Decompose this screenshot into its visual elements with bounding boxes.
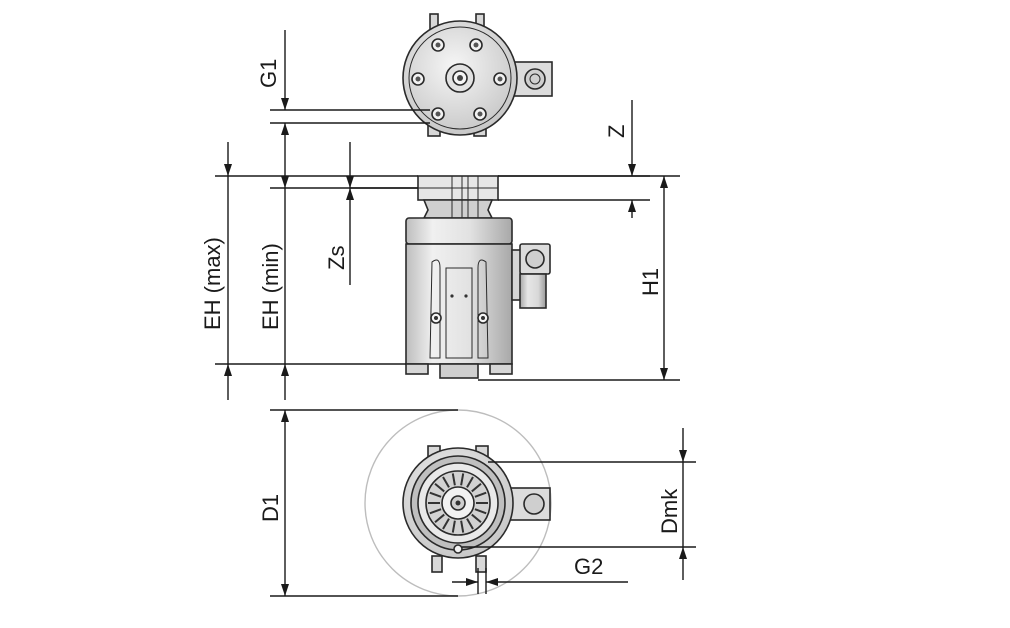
label-z: Z	[604, 125, 629, 138]
gear-tooth	[474, 508, 487, 515]
side-main-cylinder	[405, 243, 513, 365]
label-g2: G2	[574, 554, 603, 579]
gear-tooth	[451, 520, 456, 533]
label-eh-min: EH (min)	[258, 243, 283, 330]
side-shoulder	[405, 217, 513, 245]
bottom-g2-hole	[453, 544, 463, 554]
label-eh-max: EH (max)	[200, 237, 225, 330]
bottom-gear-teeth	[428, 473, 488, 533]
gear-tooth	[466, 518, 474, 530]
side-slots	[429, 259, 489, 359]
dim-d1	[270, 409, 458, 597]
gear-tooth	[460, 520, 465, 533]
dim-h1	[478, 175, 680, 381]
side-view	[405, 175, 551, 379]
top-view	[402, 13, 553, 137]
side-port-fitting	[511, 243, 551, 309]
dimension-labels: G1 Z Zs EH (max) EH (min) H1 D1 Dmk G2	[200, 59, 682, 579]
gear-tooth	[429, 508, 442, 515]
dim-dmk	[462, 428, 696, 580]
dim-g2	[452, 568, 628, 594]
gear-tooth	[434, 482, 445, 493]
label-d1: D1	[258, 494, 283, 522]
gear-tooth	[434, 513, 445, 524]
label-h1: H1	[638, 268, 663, 296]
gear-tooth	[460, 473, 465, 486]
dimension-lines	[215, 30, 696, 597]
gear-tooth	[471, 513, 482, 524]
gear-tooth	[429, 491, 442, 498]
label-zs: Zs	[324, 246, 349, 270]
dim-eh	[215, 140, 418, 400]
gear-tooth	[451, 473, 456, 486]
gear-tooth	[474, 491, 487, 498]
gear-tooth	[466, 476, 474, 488]
dim-z	[498, 100, 650, 218]
gear-tooth	[471, 482, 482, 493]
label-dmk: Dmk	[657, 488, 682, 534]
side-bottom-stem	[439, 363, 479, 379]
gear-tooth	[442, 476, 450, 488]
top-bolt-holes	[411, 38, 507, 121]
gear-tooth	[442, 518, 450, 530]
dim-g1	[270, 30, 430, 140]
label-g1: G1	[256, 59, 281, 88]
bottom-view	[364, 409, 552, 597]
